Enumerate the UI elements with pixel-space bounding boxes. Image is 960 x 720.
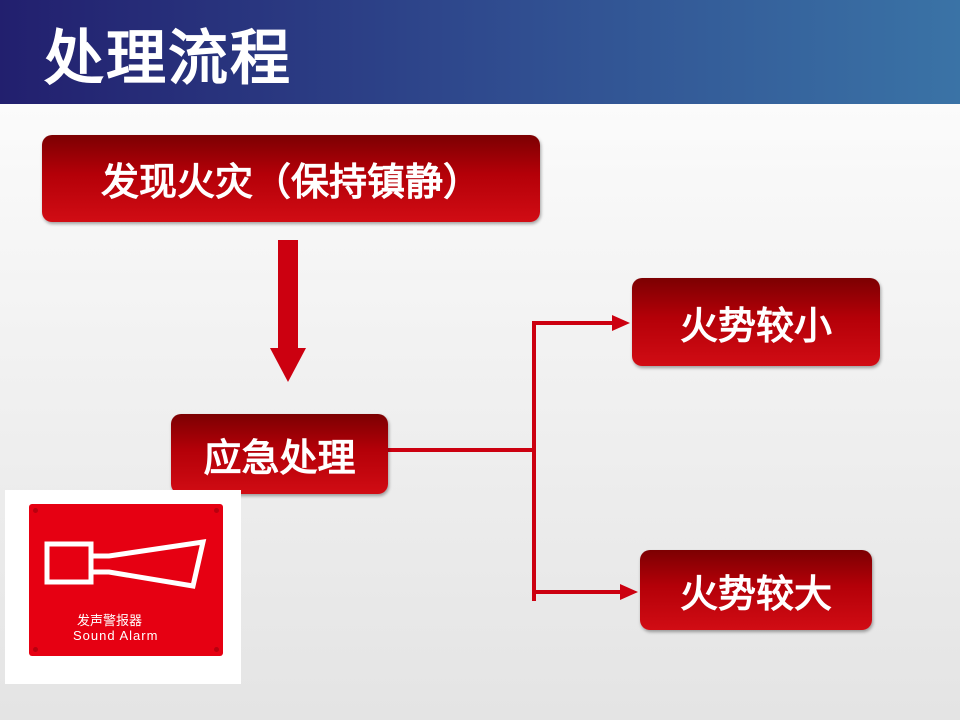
title-bar: 处理流程 [0,0,960,104]
branch-large-fire-label: 火势较大 [679,571,832,616]
branch-connector [388,315,638,601]
step-emergency-handling-label: 应急处理 [203,435,356,480]
horn-icon [44,538,207,589]
down-arrow [270,240,306,382]
branch-large-fire: 火势较大 [640,550,872,630]
step-discover-fire-label: 发现火灾（保持镇静） [100,160,481,204]
sign-label-en: Sound Alarm [73,628,159,643]
sign-label-cn: 发声警报器 [77,614,143,629]
page-title: 处理流程 [44,24,292,94]
sound-alarm-sign: 发声警报器 Sound Alarm [5,490,241,684]
step-discover-fire: 发现火灾（保持镇静） [42,135,540,222]
screw-icon [33,647,38,652]
branch-small-fire: 火势较小 [632,278,880,366]
step-emergency-handling: 应急处理 [171,414,388,494]
branch-small-fire-label: 火势较小 [679,303,832,348]
screw-icon [214,647,219,652]
sound-alarm-sign-plate: 发声警报器 Sound Alarm [29,504,223,656]
screw-icon [214,508,219,513]
screw-icon [33,508,38,513]
